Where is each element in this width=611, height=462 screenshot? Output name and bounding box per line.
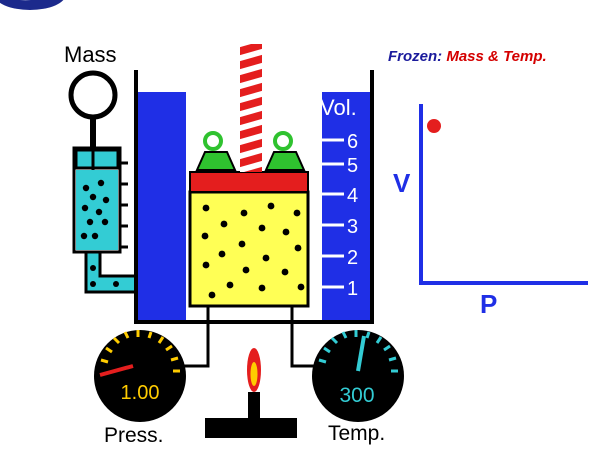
volume-tick-label: 6	[347, 131, 358, 153]
frozen-var-temp: Temp.	[503, 48, 547, 65]
volume-tick-label: 2	[347, 247, 358, 269]
volume-tick-label: 5	[347, 155, 358, 177]
state-point	[427, 119, 441, 133]
volume-scale: 6 5 4 3 2 1	[314, 131, 358, 300]
sensor-wires	[178, 306, 318, 368]
frozen-ampersand: &	[488, 48, 499, 65]
nasa-logo-fragment	[0, 0, 64, 10]
gas-cylinder	[188, 190, 310, 308]
volume-tick-label: 1	[347, 278, 358, 300]
pv-graph: V P	[393, 104, 588, 319]
pressure-value: 1.00	[121, 382, 160, 404]
pressure-label: Press.	[104, 424, 164, 447]
temperature-value: 300	[339, 384, 374, 407]
piston	[189, 131, 309, 193]
frozen-var-mass: Mass	[446, 48, 484, 65]
burner	[205, 348, 297, 438]
v-axis-label: V	[393, 168, 411, 198]
temperature-gauge: 300	[312, 330, 404, 422]
mass-label: Mass	[64, 42, 117, 67]
p-axis-label: P	[480, 289, 497, 319]
volume-tick-label: 3	[347, 216, 358, 238]
temperature-label: Temp.	[328, 422, 385, 445]
frozen-variables-note: Frozen: Mass & Temp.	[388, 48, 547, 65]
volume-scale-label: Vol.	[320, 95, 357, 120]
mass-syringe	[72, 146, 128, 254]
mass-handle	[68, 70, 118, 150]
volume-tick-label: 4	[347, 185, 358, 207]
piston-rod	[240, 44, 262, 172]
frozen-prefix: Frozen:	[388, 48, 443, 65]
pressure-gauge: 1.00	[94, 330, 186, 422]
